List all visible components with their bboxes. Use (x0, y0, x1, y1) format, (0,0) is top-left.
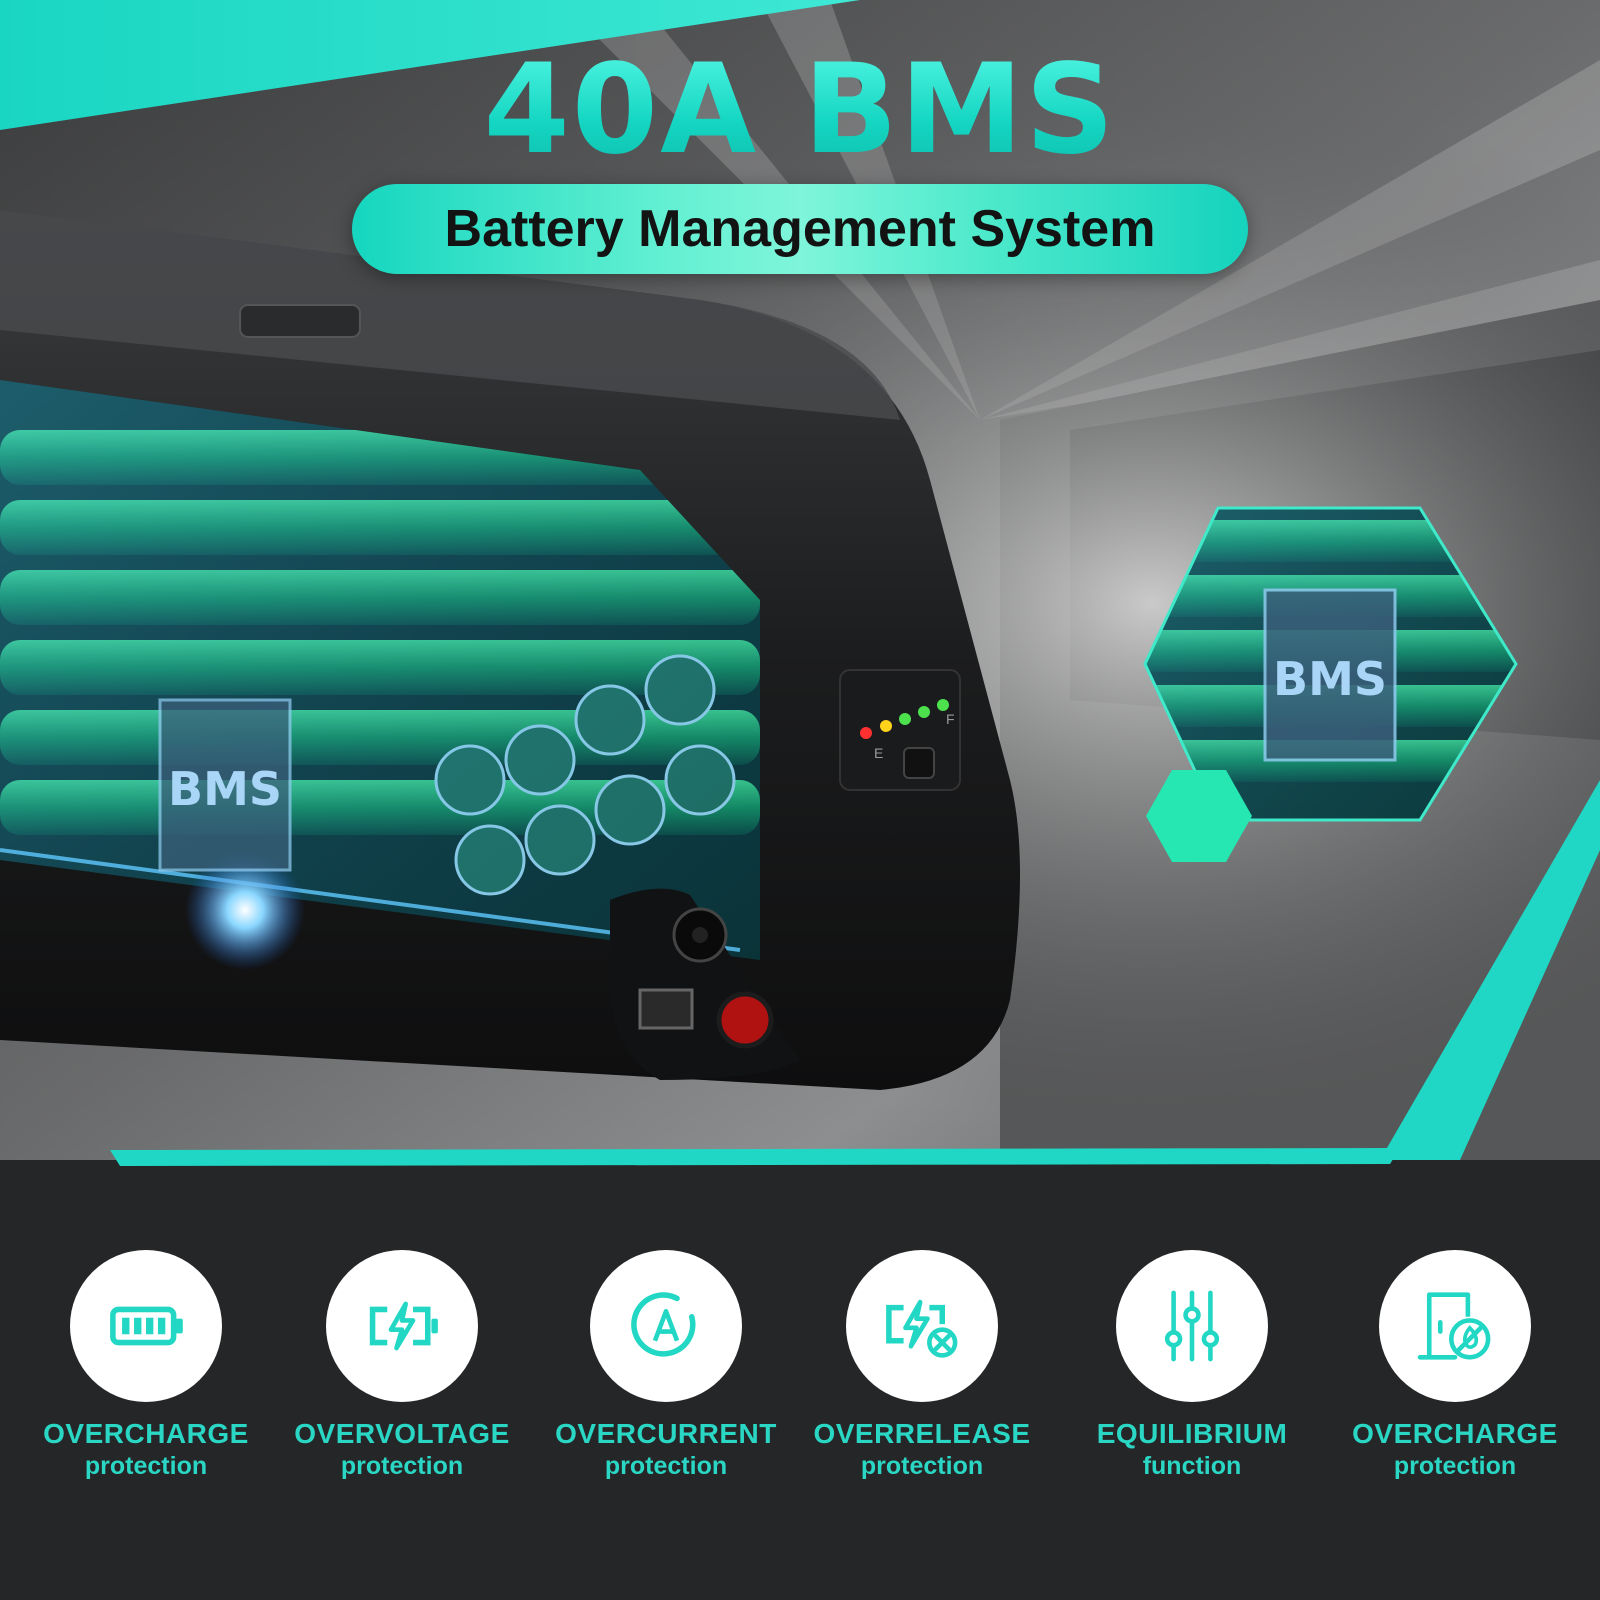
ampere-circle-icon (631, 1292, 696, 1357)
indicator-full-label: F (946, 711, 955, 727)
feature-icon-circle (326, 1250, 478, 1402)
feature-subtitle: protection (84, 1452, 208, 1480)
door-no-fire-icon (1417, 1292, 1491, 1360)
feature-subtitle: protection (604, 1452, 728, 1480)
bms-chip-right (1263, 588, 1397, 762)
discharge-cancel-icon (886, 1299, 958, 1358)
bms-label-right: BMS (1273, 652, 1387, 706)
feature-equilibrium: EQUILIBRIUM function (1062, 1250, 1322, 1481)
feature-list: OVERCHARGE protection OVERVOLTAGE protec… (0, 1250, 1600, 1490)
feature-icon-circle (1379, 1250, 1531, 1402)
power-switch (716, 991, 774, 1049)
feature-overcharge-2: OVERCHARGE protection (1325, 1250, 1585, 1481)
feature-overcharge: OVERCHARGE protection (16, 1250, 276, 1481)
feature-icon-circle (590, 1250, 742, 1402)
feature-overvoltage: OVERVOLTAGE protection (272, 1250, 532, 1481)
page-title: 40A BMS (0, 48, 1600, 172)
charge-indicator-panel: E F (839, 669, 961, 791)
ports-panel (610, 888, 800, 1080)
feature-title: OVERVOLTAGE (294, 1418, 510, 1449)
usb-port (638, 988, 694, 1030)
feature-title: OVERRELEASE (813, 1418, 1031, 1449)
feature-title: OVERCHARGE (43, 1418, 249, 1449)
subtitle-text: Battery Management System (444, 200, 1156, 258)
feature-overrelease: OVERRELEASE protection (792, 1250, 1052, 1481)
feature-subtitle: protection (340, 1452, 464, 1480)
feature-overcurrent: OVERCURRENT protection (536, 1250, 796, 1481)
bms-label-left: BMS (168, 762, 282, 816)
bms-chip-left: BMS (158, 698, 292, 872)
battery-full-icon (110, 1306, 183, 1346)
feature-subtitle: protection (860, 1452, 984, 1480)
feature-title: OVERCURRENT (555, 1418, 777, 1449)
feature-title: EQUILIBRIUM (1096, 1418, 1288, 1449)
feature-icon-circle (846, 1250, 998, 1402)
indicator-button (903, 747, 935, 779)
feature-title: OVERCHARGE (1352, 1418, 1558, 1449)
feature-subtitle: function (1142, 1452, 1242, 1480)
equalizer-sliders-icon (1164, 1290, 1220, 1362)
feature-subtitle: protection (1393, 1452, 1517, 1480)
indicator-empty-label: E (874, 745, 883, 761)
feature-icon-circle (1116, 1250, 1268, 1402)
charging-bolt-icon (369, 1301, 438, 1351)
subtitle-pill: Battery Management System (352, 184, 1248, 274)
feature-icon-circle (70, 1250, 222, 1402)
